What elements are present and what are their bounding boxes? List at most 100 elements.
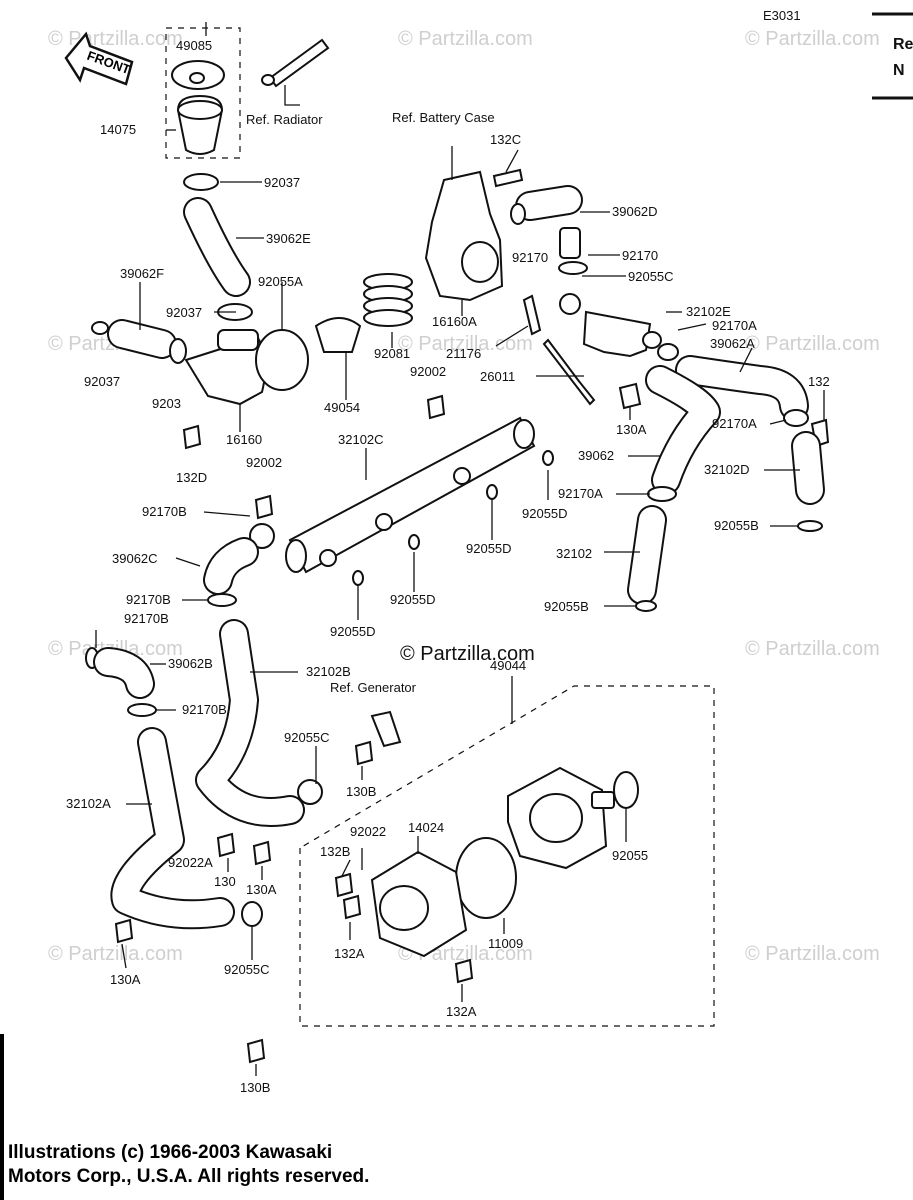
tee-32102E: [582, 310, 652, 358]
pipe-nipple: [375, 513, 393, 531]
label-92022: 92022: [350, 824, 386, 839]
oring-92055C-low: [241, 901, 263, 927]
bolt-132A-b: [454, 958, 474, 984]
label-14075: 14075: [100, 122, 136, 137]
label-130B: 130B: [346, 784, 376, 799]
label-92170: 92170: [622, 248, 658, 263]
label-14024: 14024: [408, 820, 444, 835]
leader-lines: [95, 129, 825, 1076]
label-92170B: 92170B: [142, 504, 187, 519]
label-9203: 9203: [152, 396, 181, 411]
label-92055A: 92055A: [258, 274, 303, 289]
pipe-nipple: [453, 467, 471, 485]
label-39062F: 39062F: [120, 266, 164, 281]
label-49054: 49054: [324, 400, 360, 415]
label-92055B: 92055B: [714, 518, 759, 533]
label-132B: 132B: [320, 844, 350, 859]
thermostat-49054: [314, 317, 362, 353]
label-92055C-mid: 92055C: [284, 730, 330, 745]
corner-text-2: N: [893, 62, 905, 79]
oring-92055B-b: [635, 600, 657, 612]
label-132D: 132D: [176, 470, 207, 485]
label-92055C: 92055C: [628, 269, 674, 284]
hose-stub: [559, 227, 581, 259]
oring-92055D-c: [486, 484, 498, 500]
watermark: © Partzilla.com: [398, 333, 533, 355]
pump-box: [299, 685, 715, 1027]
label-ref-generator: Ref. Generator: [330, 680, 417, 695]
pipe-end: [285, 539, 307, 573]
gasket-92055A: [255, 329, 309, 391]
label-16160: 16160: [226, 432, 262, 447]
label-130A: 130A: [616, 422, 647, 437]
water-outlet-16160A: [424, 170, 504, 302]
bolt-132C: [492, 168, 524, 188]
sensor-21176: [522, 294, 542, 336]
label-32102A: 32102A: [66, 796, 111, 811]
label-32102C: 32102C: [338, 432, 384, 447]
oring-92055B: [797, 520, 823, 532]
housing-neck: [217, 329, 259, 351]
pump-shaft: [591, 791, 615, 809]
label-39062B: 39062B: [168, 656, 213, 671]
label-130A-mid: 130A: [246, 882, 277, 897]
label-32102D: 32102D: [704, 462, 750, 477]
diagram-code: E3031: [763, 8, 801, 23]
bolt-92002-b: [254, 494, 274, 520]
clamp-92170B-b: [207, 593, 237, 607]
oring-92055D-b: [408, 534, 420, 550]
label-92055: 92055: [612, 848, 648, 863]
label-132C: 132C: [490, 132, 521, 147]
bolt-92002: [426, 394, 446, 420]
label-92170A-low: 92170A: [558, 486, 603, 501]
cap-hole: [189, 72, 205, 84]
clamp-92037: [183, 173, 219, 191]
watermark: © Partzilla.com: [745, 638, 880, 660]
label-130A-low: 130A: [110, 972, 141, 987]
label-92055D-b: 92055D: [466, 541, 512, 556]
clamp-92170: [510, 203, 526, 225]
label-92002: 92002: [410, 364, 446, 379]
clamp-92037-d: [169, 338, 187, 364]
label-92022A: 92022A: [168, 855, 213, 870]
washer-92022A: [216, 832, 236, 858]
oring-92055: [613, 771, 639, 809]
label-16160A: 16160A: [432, 314, 477, 329]
label-132A: 132A: [334, 946, 365, 961]
cover-port: [379, 885, 429, 931]
corner-text-1: Re: [893, 36, 913, 53]
bolt-132D: [182, 424, 202, 450]
label-39062D: 39062D: [612, 204, 658, 219]
label-92081: 92081: [374, 346, 410, 361]
label-ref-battery-case: Ref. Battery Case: [392, 110, 495, 125]
filler-neck-top: [177, 100, 223, 120]
watermark: © Partzilla.com: [48, 943, 183, 965]
gasket-11009: [455, 837, 517, 919]
label-92170B-c: 92170B: [124, 611, 169, 626]
clamp-92170B-d: [127, 703, 157, 717]
pipe-nipple: [319, 549, 337, 567]
bolt-132B: [334, 872, 354, 898]
label-92055D-c: 92055D: [390, 592, 436, 607]
radiator-pipe: [268, 38, 330, 88]
impeller: [529, 793, 583, 843]
bolt-132A: [342, 894, 362, 920]
pipe-end-b: [513, 419, 535, 449]
bolt-130A-mid: [252, 840, 272, 866]
label-92170A-mid: 92170A: [712, 416, 757, 431]
oring-92055C-mid: [297, 779, 323, 805]
bolt-130A-low: [114, 918, 134, 944]
label-49085: 49085: [176, 38, 212, 53]
outlet-port: [461, 241, 499, 283]
label-39062: 39062: [578, 448, 614, 463]
label-92037-b: 92037: [166, 305, 202, 320]
watermark: © Partzilla.com: [745, 943, 880, 965]
label-21176: 21176: [446, 346, 481, 361]
label-39062A: 39062A: [710, 336, 755, 351]
bracket-generator: [370, 710, 402, 748]
tee-end: [642, 331, 662, 349]
footer-line-2: Motors Corp., U.S.A. All rights reserved…: [8, 1166, 370, 1187]
cap-box: [165, 27, 241, 159]
oring-92055D: [352, 570, 364, 586]
